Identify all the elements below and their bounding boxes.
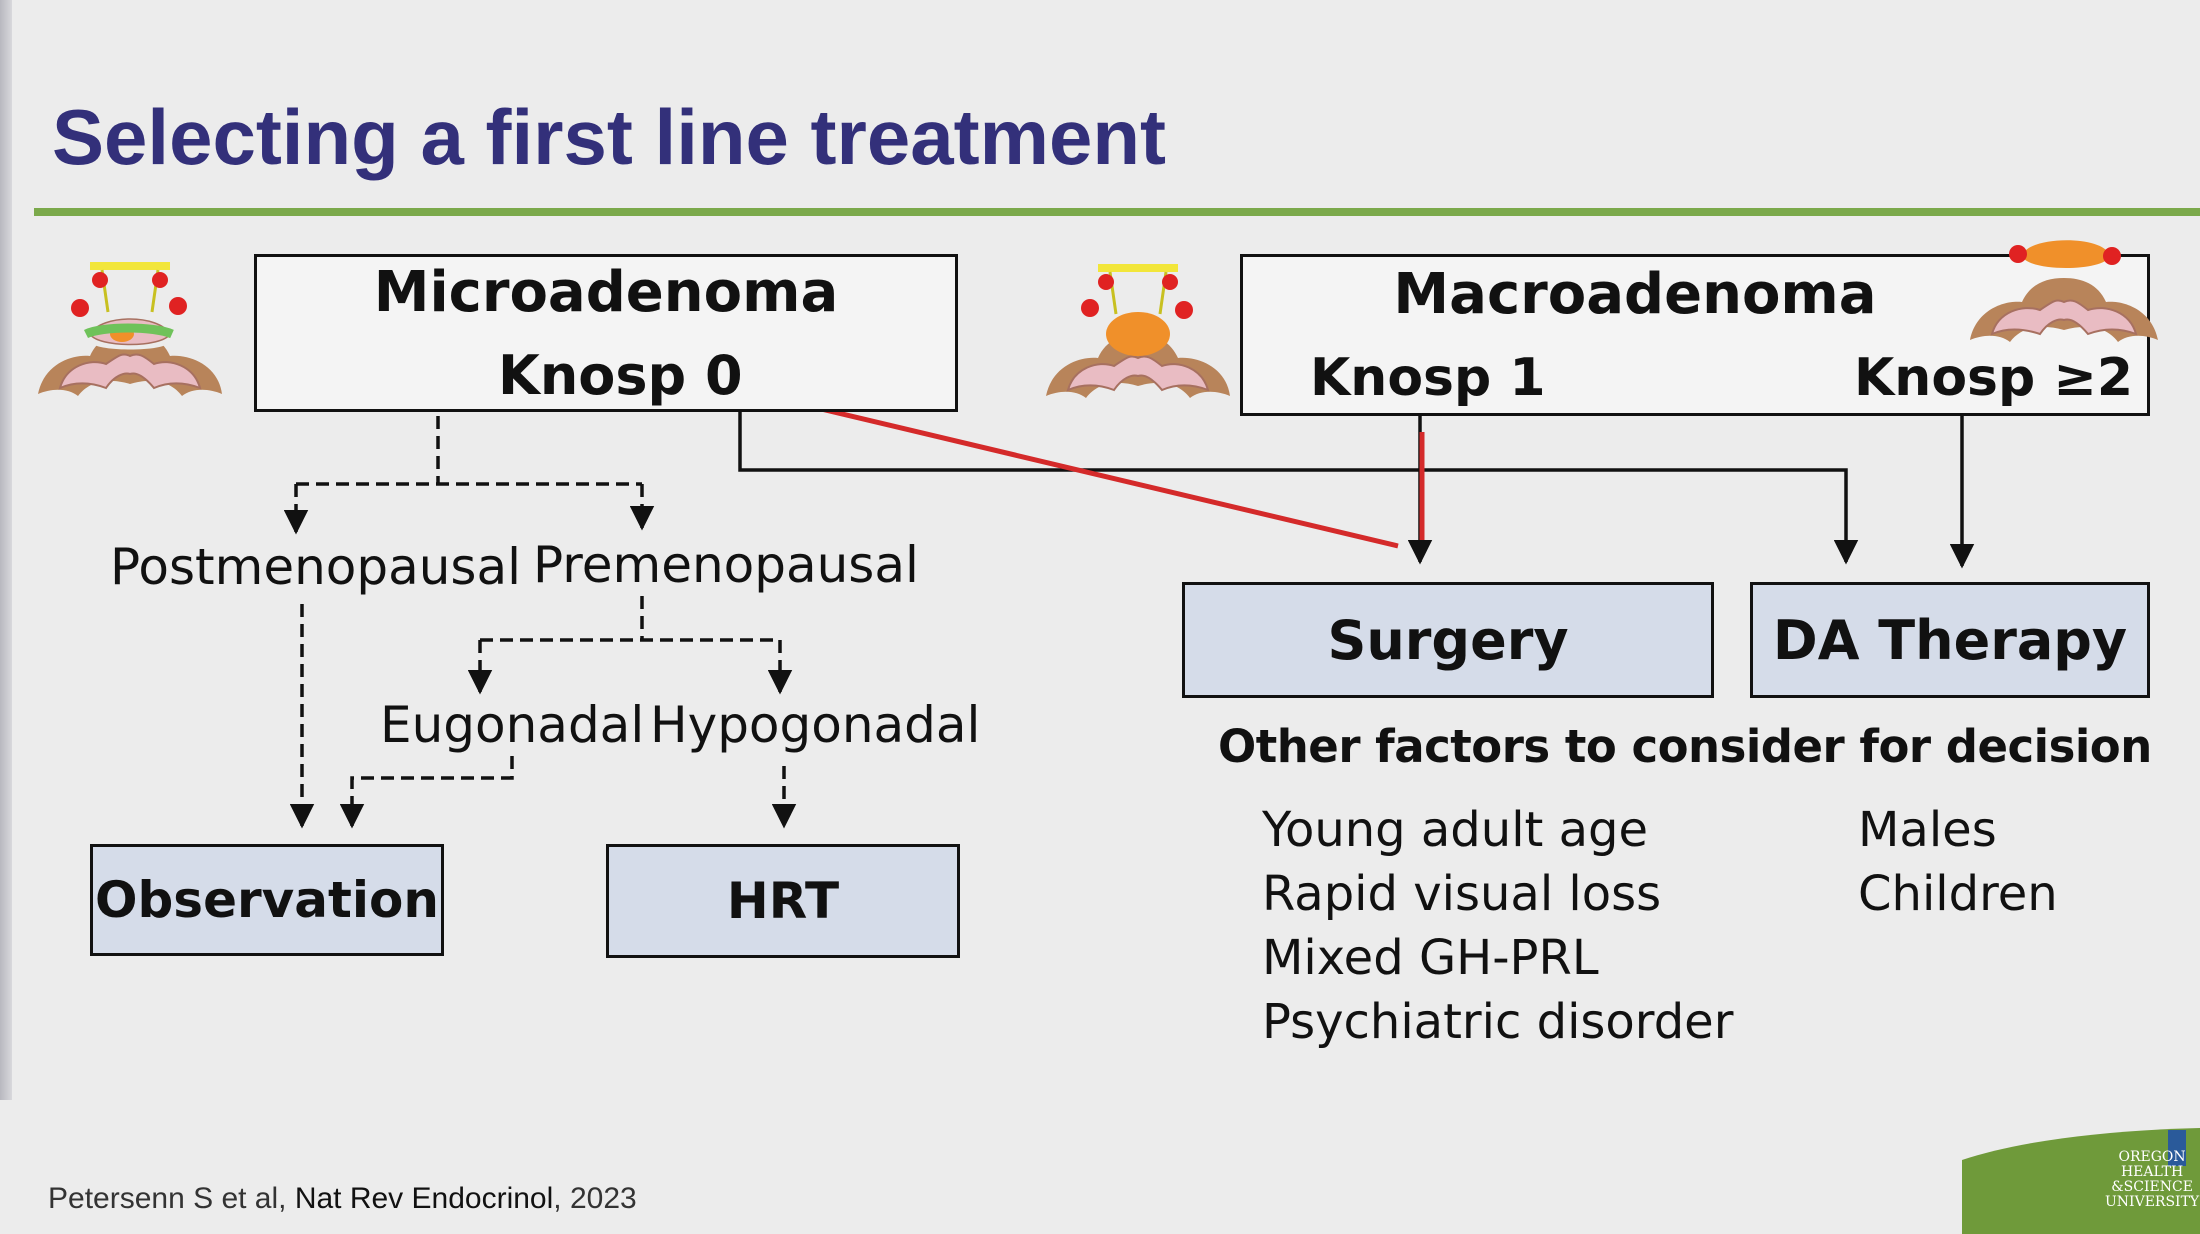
logo-line: &SCIENCE — [2111, 1179, 2193, 1195]
knosp-1-label: Knosp 1 — [1310, 348, 1546, 408]
knosp0-to-da-therapy-arrow — [738, 412, 1859, 565]
pituitary-macroadenoma-icon — [1046, 264, 1230, 398]
factor-item: Mixed GH-PRL — [1262, 930, 1599, 986]
pituitary-microadenoma-icon — [38, 262, 222, 396]
citation-authors: Petersenn S et al, — [48, 1182, 295, 1215]
factor-item: Rapid visual loss — [1262, 866, 1662, 922]
surgery-box: Surgery — [1182, 582, 1714, 698]
microadenoma-label: Microadenoma — [373, 260, 839, 325]
knosp-2-label: Knosp ≥2 — [1854, 348, 2134, 408]
slide-left-edge — [0, 0, 12, 1100]
other-factors-heading: Other factors to consider for decision — [1218, 720, 2152, 773]
factor-item: Psychiatric disorder — [1262, 994, 1734, 1050]
hrt-box: HRT — [606, 844, 960, 958]
logo-line: HEALTH — [2120, 1164, 2184, 1180]
eugonadal-label: Eugonadal — [380, 696, 645, 754]
factor-item: Young adult age — [1262, 802, 1649, 858]
observation-box: Observation — [90, 844, 444, 956]
logo-text: OREGON HEALTH &SCIENCE UNIVERSITY — [2105, 1150, 2199, 1210]
hypogonadal-label: Hypogonadal — [650, 696, 981, 754]
ohsu-logo-icon — [1962, 1128, 2200, 1234]
factor-item: Children — [1858, 866, 2058, 922]
eugonadal-to-observation-arrow — [339, 756, 514, 829]
logo-line: UNIVERSITY — [2105, 1194, 2200, 1210]
factor-item: Males — [1858, 802, 1997, 858]
premenopausal-label: Premenopausal — [533, 536, 919, 594]
da-therapy-box: DA Therapy — [1750, 582, 2150, 698]
macroadenoma-box — [1240, 254, 2150, 416]
knosp-0-label: Knosp 0 — [498, 344, 743, 407]
citation-journal: Nat Rev Endocrinol — [294, 1182, 554, 1215]
title-divider — [34, 208, 2200, 216]
citation-year: , 2023 — [553, 1182, 637, 1215]
pituitary-invasive-macroadenoma-icon — [1970, 240, 2158, 342]
logo-line: OREGON — [2118, 1149, 2186, 1165]
postmenopausal-label: Postmenopausal — [110, 538, 522, 596]
macroadenoma-label: Macroadenoma — [1393, 262, 1877, 327]
microadenoma-box — [254, 254, 958, 412]
citation: Petersenn S et al, Nat Rev Endocrinol, 2… — [48, 1182, 637, 1216]
slide-title: Selecting a first line treatment — [52, 93, 1166, 181]
